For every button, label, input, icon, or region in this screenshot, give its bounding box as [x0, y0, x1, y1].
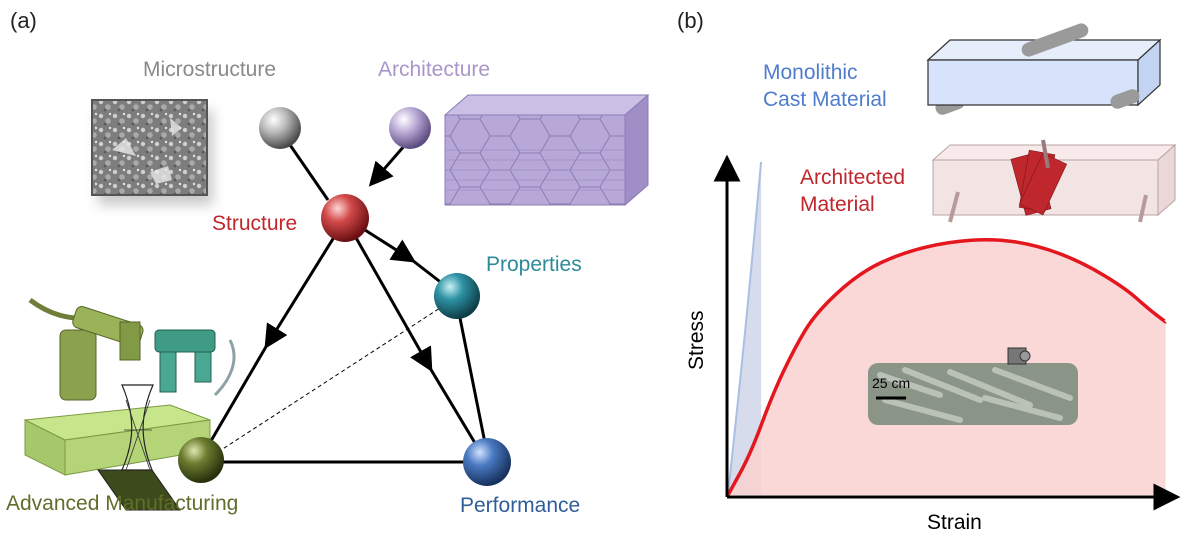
- microstructure-image: [91, 99, 213, 205]
- edge-structure-performance: [428, 367, 480, 449]
- label-structure: Structure: [212, 212, 297, 235]
- label-manufacturing: Advanced Manufacturing: [6, 492, 238, 515]
- area-series-1: [728, 162, 762, 495]
- monolithic-label-line2: Cast Material: [763, 88, 887, 111]
- architected-specimen-photo: [868, 347, 1078, 425]
- architecture-block-image: [443, 93, 650, 207]
- label-microstructure: Microstructure: [143, 58, 276, 81]
- label-properties: Properties: [486, 253, 582, 276]
- label-performance: Performance: [460, 494, 580, 517]
- edge-manufacturing-structure: [206, 344, 269, 447]
- edge-microstructure-structure: [286, 141, 330, 201]
- panel-b-tag: (b): [677, 8, 704, 33]
- node-manufacturing: [178, 437, 224, 483]
- architected-label-line1: Architected: [800, 166, 905, 189]
- architected-beam-image: [931, 139, 1177, 223]
- relation-edges: [206, 141, 487, 464]
- edge-manufacturing-structure-arrow: [264, 233, 338, 350]
- edge-manufacturing-properties-dashed: [217, 307, 441, 453]
- edge-structure-performance-arrow: [353, 235, 433, 373]
- series-line-2: [726, 237, 1168, 496]
- x-axis-label: Strain: [927, 511, 982, 534]
- monolithic-beam-image: [926, 23, 1162, 115]
- edge-properties-performance: [458, 317, 487, 444]
- edge-architecture-structure: [368, 144, 407, 187]
- node-properties: [434, 273, 480, 319]
- series-line-1: [727, 161, 763, 496]
- architected-label-line2: Material: [800, 193, 875, 216]
- node-performance: [463, 438, 511, 486]
- label-architecture: Architecture: [378, 58, 490, 81]
- edge-structure-properties: [411, 258, 444, 286]
- panel-a-tag: (a): [10, 8, 37, 33]
- node-structure: [321, 194, 369, 242]
- manufacturing-robots-image: [23, 297, 236, 511]
- monolithic-label-line1: Monolithic: [763, 61, 858, 84]
- edge-structure-properties-arrow: [364, 228, 417, 263]
- node-architecture: [389, 107, 431, 149]
- y-axis-label: Stress: [685, 310, 708, 370]
- node-microstructure: [259, 107, 301, 149]
- scale-bar-label: 25 cm: [872, 375, 910, 391]
